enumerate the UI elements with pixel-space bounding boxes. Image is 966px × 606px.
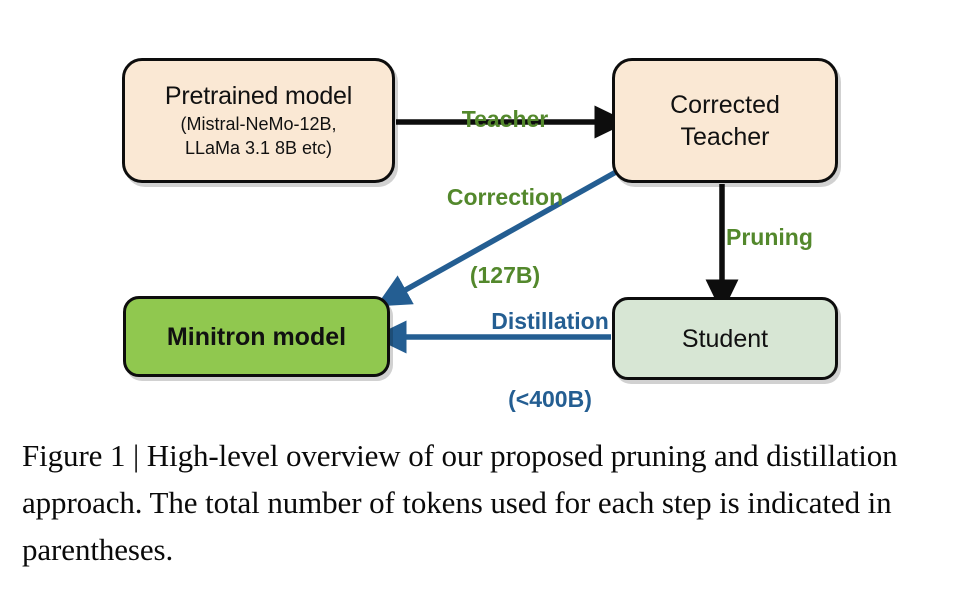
node-pretrained-model[interactable]: Pretrained model (Mistral-NeMo-12B, LLaM… — [122, 58, 395, 183]
edge-label-teacher-correction: Teacher Correction (127B) — [398, 54, 612, 340]
node-corrected-teacher[interactable]: Corrected Teacher — [612, 58, 838, 183]
edge-label-teacher-correction-line3: (127B) — [469, 262, 541, 288]
edge-label-distillation: Distillation (<400B) — [455, 256, 645, 464]
node-minitron-model[interactable]: Minitron model — [123, 296, 390, 377]
edge-label-distillation-line2: (<400B) — [508, 386, 592, 412]
node-corrected-teacher-title-line2: Teacher — [680, 122, 770, 151]
node-student[interactable]: Student — [612, 297, 838, 380]
node-corrected-teacher-title-line1: Corrected — [670, 90, 780, 119]
edge-label-distillation-line1: Distillation — [491, 308, 609, 334]
node-pretrained-model-subtitle-line2: LLaMa 3.1 8B etc) — [184, 137, 333, 158]
edge-label-pruning: Pruning — [726, 224, 813, 250]
node-minitron-model-title: Minitron model — [166, 322, 347, 351]
diagram-arrows-layer — [372, 105, 739, 354]
node-student-title: Student — [681, 324, 769, 353]
edge-label-teacher-correction-line1: Teacher — [461, 106, 549, 132]
figure-diagram: Pretrained model (Mistral-NeMo-12B, LLaM… — [122, 54, 838, 412]
node-pretrained-model-subtitle-line1: (Mistral-NeMo-12B, — [180, 113, 337, 134]
figure-caption: Figure 1 | High-level overview of our pr… — [22, 438, 898, 567]
arrow-distillation — [376, 169, 618, 307]
node-pretrained-model-title: Pretrained model — [164, 81, 353, 110]
edge-label-teacher-correction-line2: Correction — [446, 184, 564, 210]
